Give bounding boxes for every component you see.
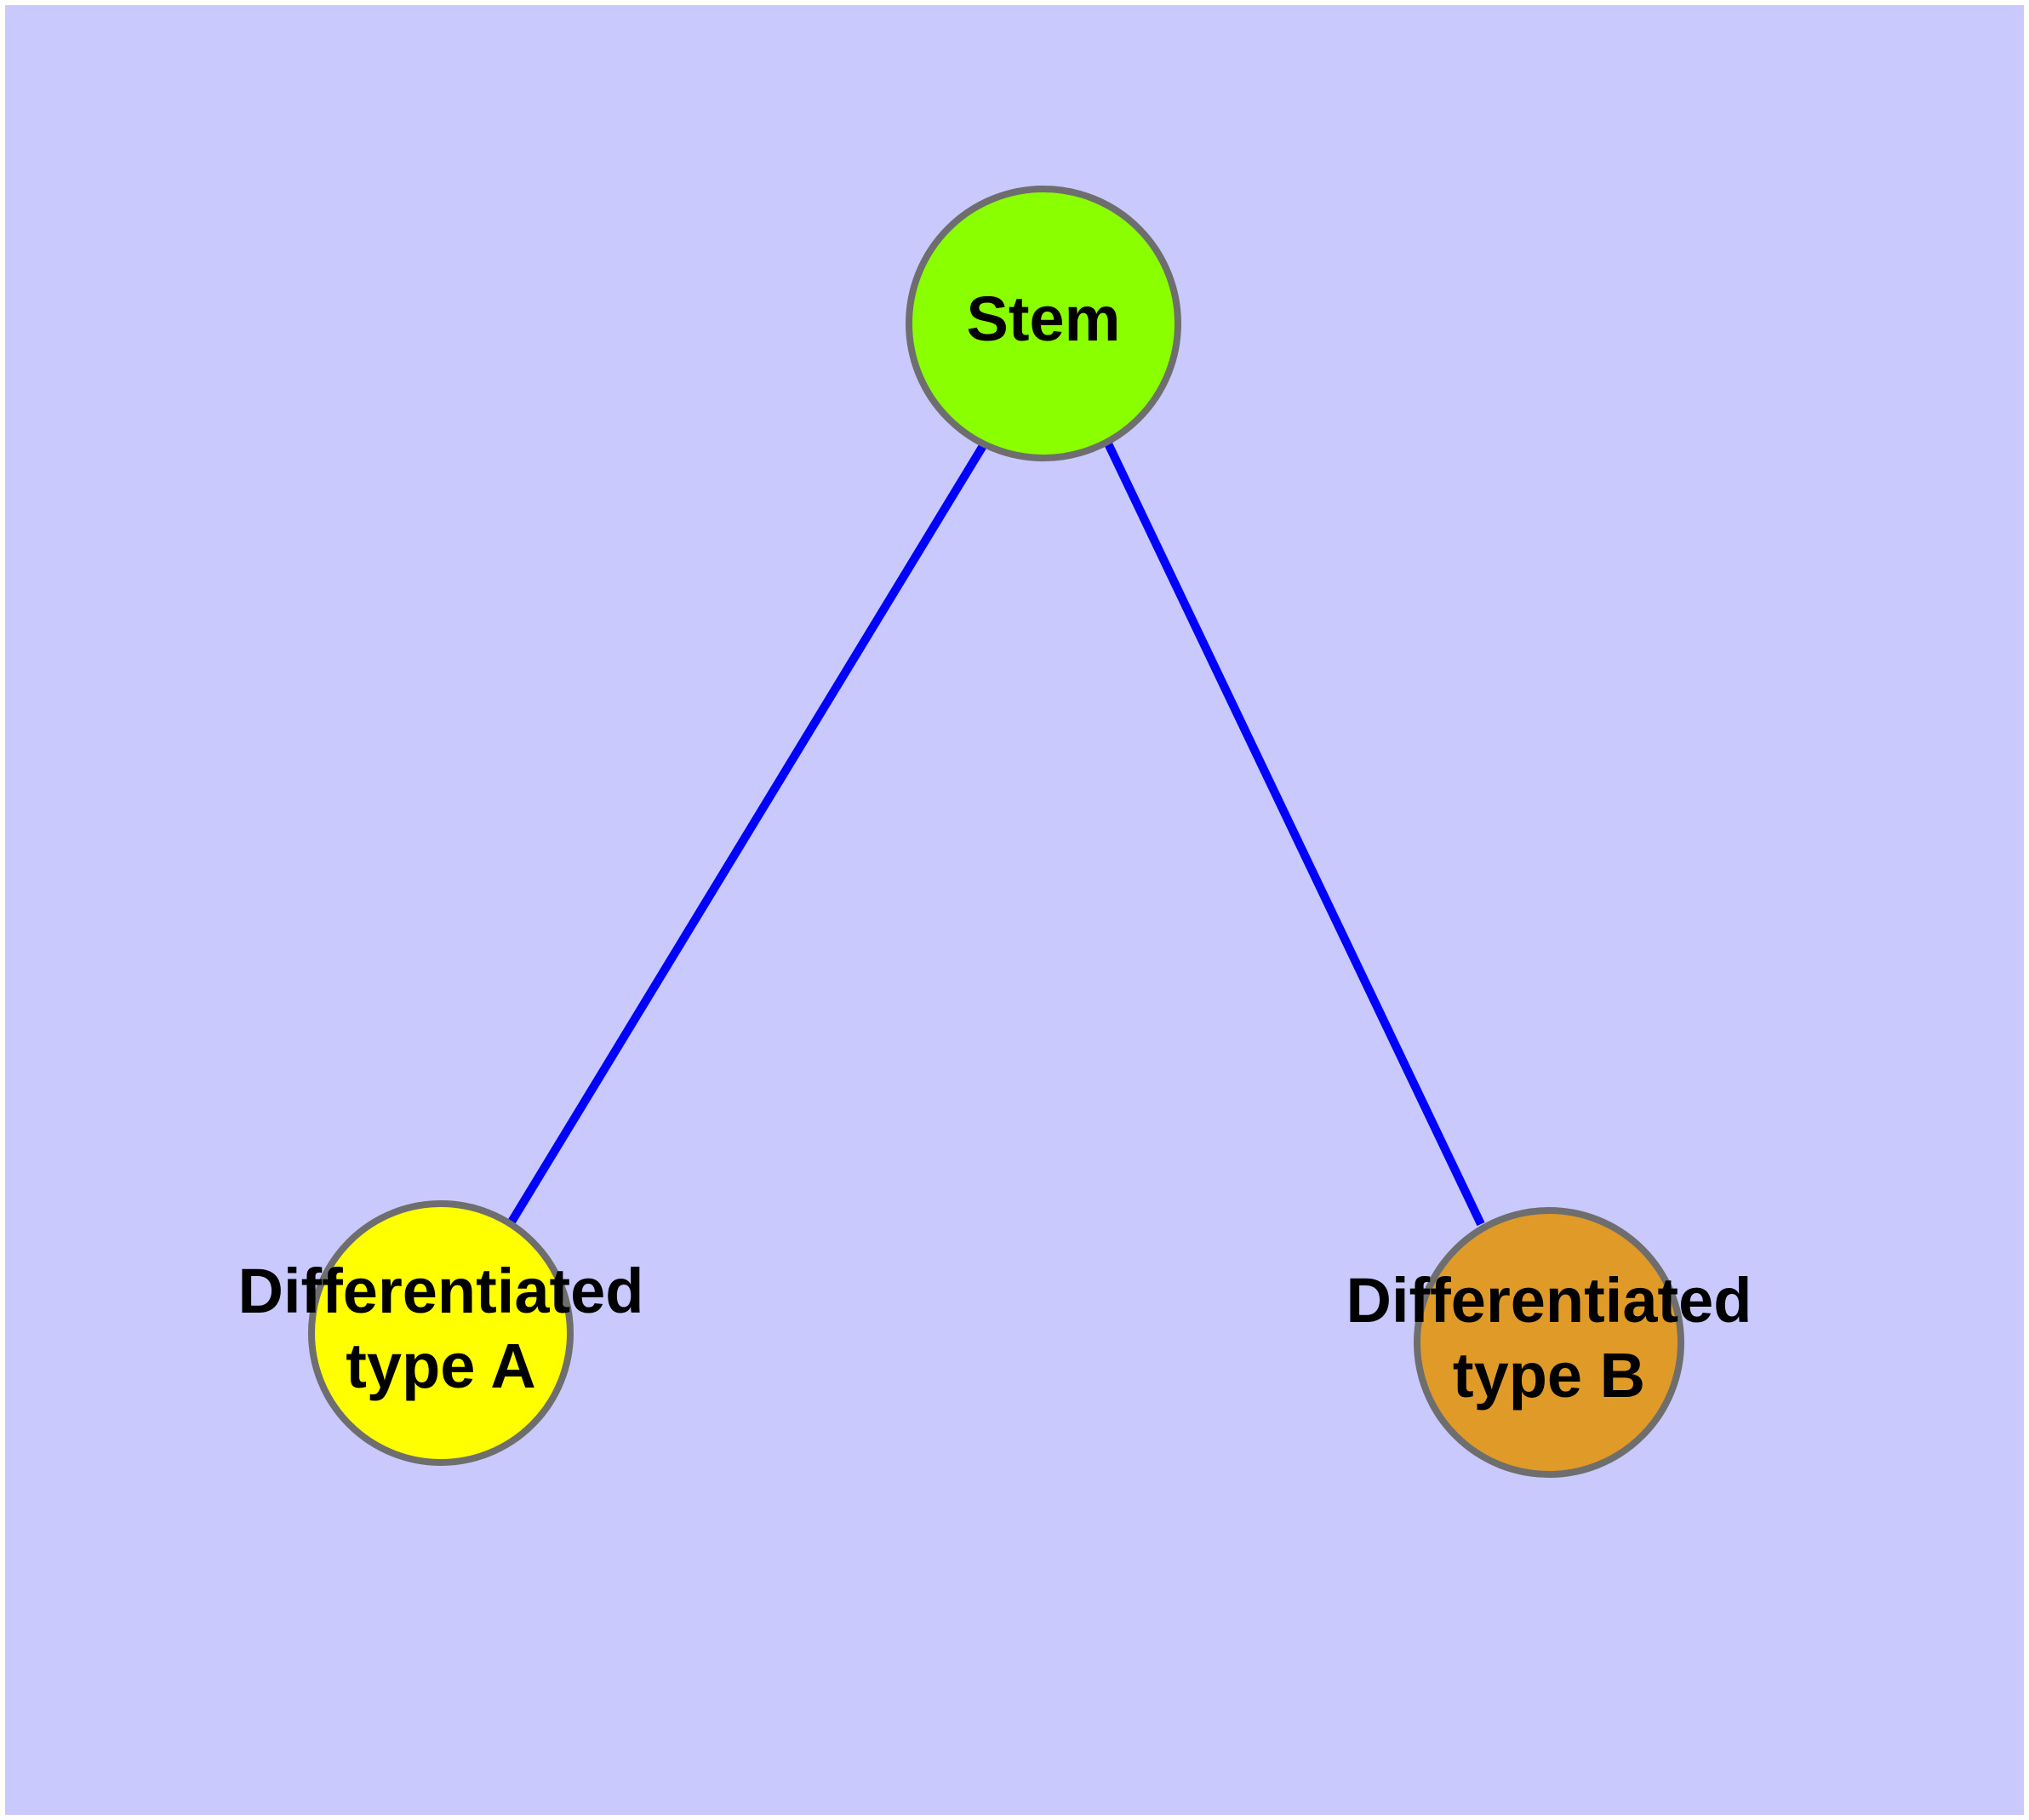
- node-differentiated-type-b-circle[interactable]: [1414, 1207, 1684, 1478]
- nodes-layer: [308, 186, 1684, 1478]
- node-differentiated-type-a[interactable]: [308, 1200, 574, 1466]
- node-stem-label: Stem: [967, 283, 1121, 354]
- edge-stem-to-differentiated-type-b: [1103, 439, 1485, 1227]
- node-label-line: type B: [1453, 1340, 1645, 1411]
- edges-layer: [506, 439, 1485, 1227]
- node-label-line: type A: [346, 1331, 535, 1401]
- node-stem-circle[interactable]: [906, 186, 1181, 461]
- edge-stem-to-differentiated-type-a: [506, 442, 988, 1226]
- node-label-line: Differentiated: [1346, 1265, 1752, 1336]
- node-differentiated-type-b[interactable]: [1414, 1207, 1684, 1478]
- node-differentiated-type-a-circle[interactable]: [308, 1200, 574, 1466]
- node-stem[interactable]: [906, 186, 1181, 461]
- node-label-line: Differentiated: [238, 1256, 644, 1326]
- node-label-line: Stem: [967, 283, 1121, 354]
